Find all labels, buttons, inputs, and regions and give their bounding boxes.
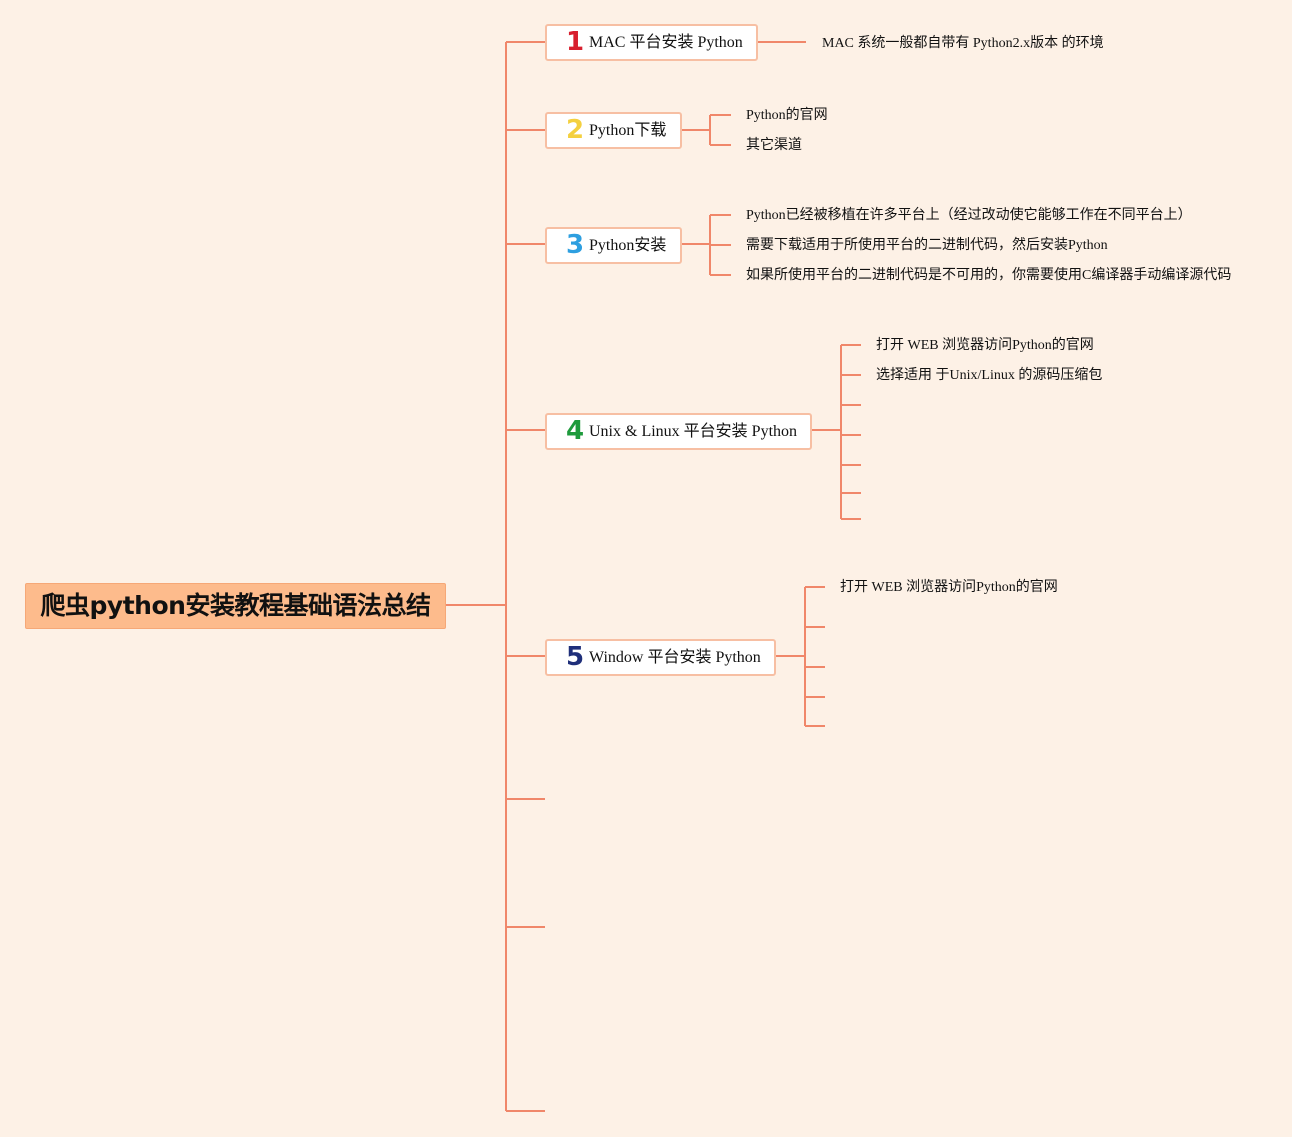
leaf-compile-source[interactable]: 如果所使用平台的二进制代码是不可用的，你需要使用C编译器手动编译源代码 — [746, 268, 1232, 283]
leaf-python-official-site[interactable]: Python的官网 — [746, 108, 828, 123]
leaf-unix-source-package[interactable]: 选择适用 于Unix/Linux 的源码压缩包 — [876, 368, 1103, 383]
leaf-window-open-browser[interactable]: 打开 WEB 浏览器访问Python的官网 — [840, 580, 1058, 595]
topic-label: Python安装 — [589, 237, 667, 254]
topic-label: Window 平台安装 Python — [589, 649, 761, 666]
number-4-icon: 4 — [565, 416, 585, 446]
number-2-icon: 2 — [565, 115, 585, 145]
leaf-mac-python2[interactable]: MAC 系统一般都自带有 Python2.x版本 的环境 — [822, 36, 1104, 51]
topic-label: Python下载 — [589, 122, 667, 139]
number-3-icon: 3 — [565, 230, 585, 260]
leaf-ported-platforms[interactable]: Python已经被移植在许多平台上（经过改动使它能够工作在不同平台上） — [746, 208, 1192, 223]
number-5-icon: 5 — [565, 642, 585, 672]
leaf-unix-open-browser[interactable]: 打开 WEB 浏览器访问Python的官网 — [876, 338, 1094, 353]
root-topic[interactable]: 爬虫python安装教程基础语法总结 — [25, 583, 446, 629]
leaf-download-binary[interactable]: 需要下载适用于所使用平台的二进制代码，然后安装Python — [746, 238, 1108, 253]
topic-label: Unix & Linux 平台安装 Python — [589, 423, 798, 440]
topic-label: MAC 平台安装 Python — [589, 34, 743, 51]
leaf-other-channels[interactable]: 其它渠道 — [746, 138, 802, 153]
number-1-icon: 1 — [565, 27, 585, 57]
